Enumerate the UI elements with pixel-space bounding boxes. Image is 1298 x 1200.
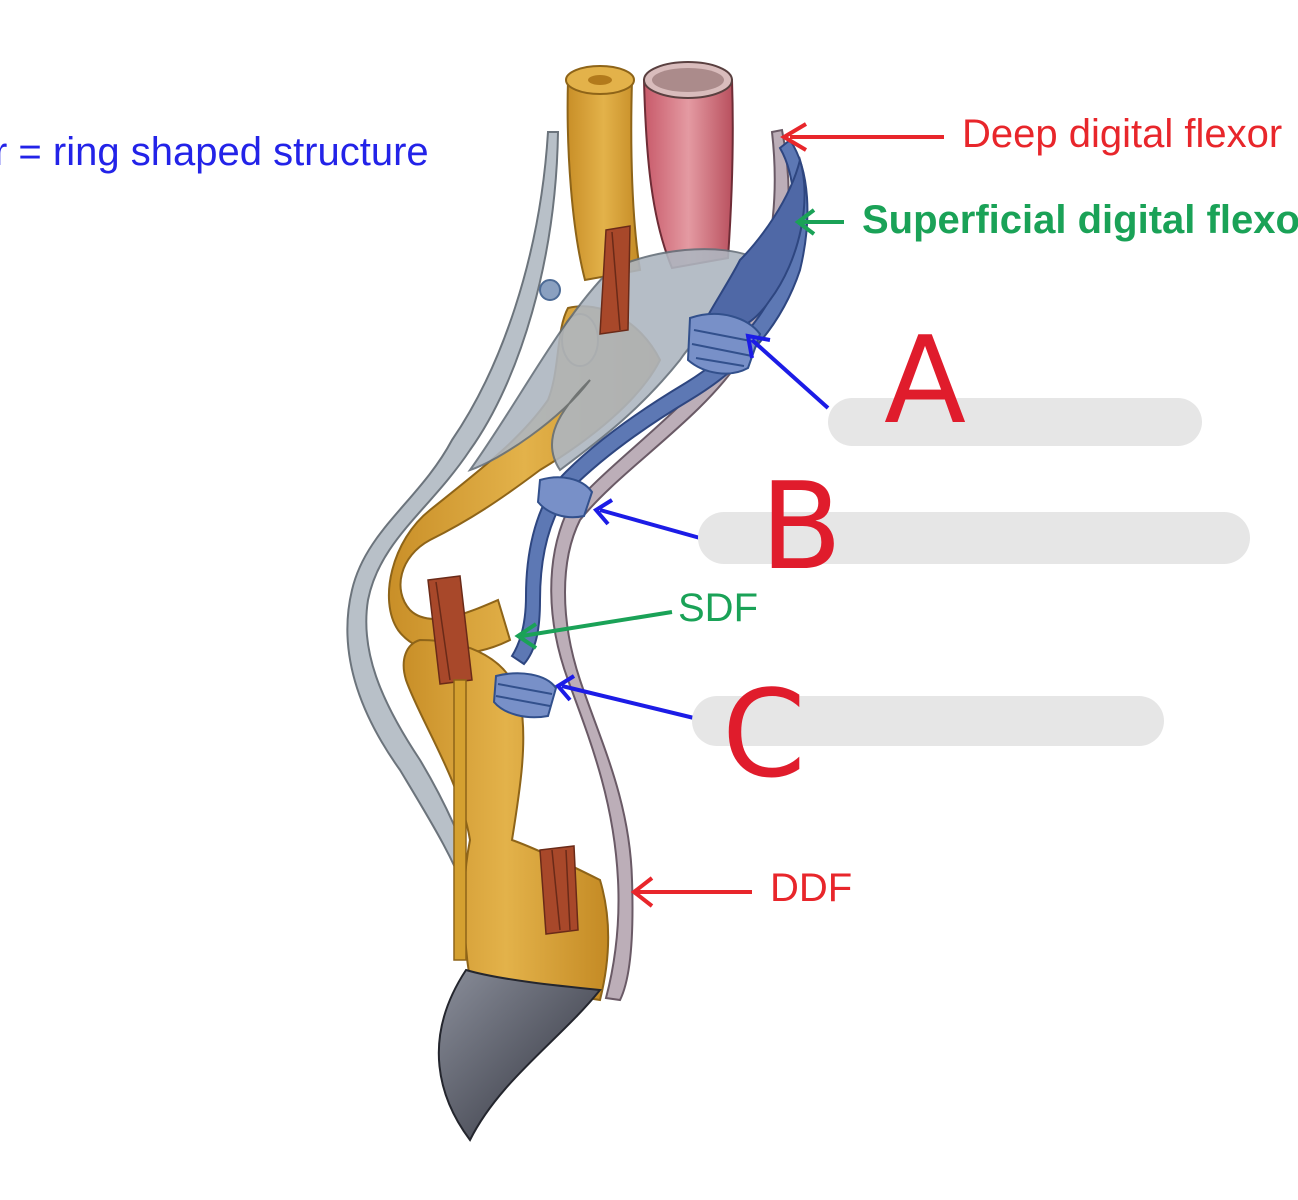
arrow-c xyxy=(554,674,695,720)
arrow-deep-flexor-top xyxy=(780,122,944,152)
pointer-arrows xyxy=(514,122,944,908)
arrow-b xyxy=(592,498,701,540)
handwritten-letter-b: B xyxy=(760,458,843,597)
definition-label: r = ring shaped structure xyxy=(0,130,429,174)
annular-ligament-b xyxy=(536,476,594,519)
sdf-label: SDF xyxy=(678,586,758,630)
arrow-superficial-flexor-top xyxy=(794,208,844,236)
answer-blank-b[interactable] xyxy=(698,512,1250,564)
answer-blank-a[interactable] xyxy=(828,398,1202,446)
annular-ligament-c xyxy=(492,672,558,719)
handwritten-letter-a: A xyxy=(884,312,967,451)
flexor-muscle xyxy=(642,61,734,270)
ddf-label: DDF xyxy=(770,866,853,910)
handwritten-letter-c: C xyxy=(722,666,806,805)
arrow-a xyxy=(745,333,830,410)
elastic-ligaments xyxy=(427,225,631,935)
claw xyxy=(437,968,602,1142)
arrow-sdf xyxy=(514,610,673,650)
dorsal-extensor-strip xyxy=(453,679,467,961)
arrow-ddf xyxy=(630,876,752,908)
deep-digital-flexor-label: Deep digital flexor xyxy=(962,112,1283,156)
annular-ligament-a xyxy=(686,313,762,375)
answer-blank-c[interactable] xyxy=(692,696,1164,746)
superficial-digital-flexor-label: Superficial digital flexor xyxy=(862,198,1298,242)
